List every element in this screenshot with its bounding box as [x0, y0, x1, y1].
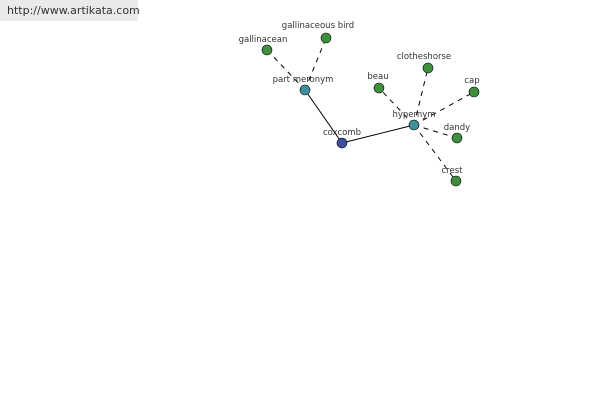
edge-hypernym-beau: [378, 87, 415, 126]
node-gallinaceous-bird[interactable]: [320, 32, 332, 44]
label-clotheshorse: clotheshorse: [397, 52, 451, 62]
label-hypernym: hypernym: [392, 110, 435, 120]
label-dandy: dandy: [444, 123, 470, 133]
edge-coxcomb-part-meronym: [304, 89, 343, 144]
edge-hypernym-dandy: [413, 124, 458, 139]
label-beau: beau: [367, 72, 388, 82]
node-gallinacean[interactable]: [261, 44, 273, 56]
edge-coxcomb-hypernym: [341, 124, 415, 144]
label-cap: cap: [464, 76, 479, 86]
node-crest[interactable]: [450, 175, 462, 187]
node-beau[interactable]: [373, 82, 385, 94]
node-clotheshorse[interactable]: [422, 62, 434, 74]
site-url-link[interactable]: http://www.artikata.com: [0, 0, 140, 21]
node-part-meronym[interactable]: [299, 84, 311, 96]
node-hypernym[interactable]: [408, 119, 420, 131]
label-gallinaceous-bird: gallinaceous bird: [282, 21, 354, 31]
node-dandy[interactable]: [451, 132, 463, 144]
node-cap[interactable]: [468, 86, 480, 98]
edges-layer: [266, 37, 475, 182]
edge-hypernym-crest: [413, 124, 457, 182]
node-coxcomb[interactable]: [336, 137, 348, 149]
nodes-layer: coxcomb part meronym hypernym gallinacea…: [239, 21, 480, 187]
label-crest: crest: [442, 166, 464, 176]
label-coxcomb: coxcomb: [323, 128, 361, 138]
label-gallinacean: gallinacean: [239, 35, 288, 45]
label-part-meronym: part meronym: [273, 75, 334, 85]
edge-hypernym-cap: [413, 91, 475, 126]
